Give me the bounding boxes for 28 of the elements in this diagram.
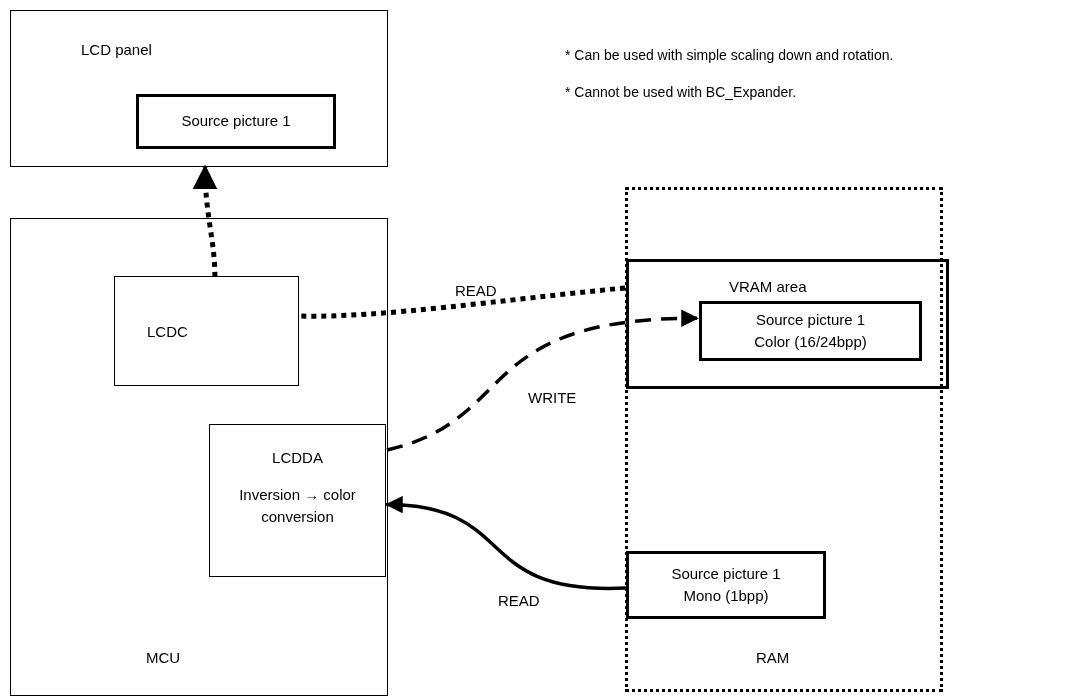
node-text: Inversion → color conversion [238, 484, 357, 527]
note-text: * Cannot be used with BC_Expander. [565, 83, 798, 102]
accelerator-box [209, 424, 386, 577]
edge-label: READ [498, 591, 540, 611]
node-text: Mono (1bpp) [683, 586, 769, 606]
node-text: Color (16/24bpp) [754, 332, 867, 352]
node-text: LCD panel [81, 40, 152, 60]
picture-box [136, 94, 336, 149]
arrow [385, 496, 627, 590]
arrow [386, 310, 699, 452]
node-text: Source picture 1 [181, 111, 291, 132]
node-text: LCDC [147, 322, 188, 342]
node-text: Source picture 1 [671, 564, 781, 584]
mcu-box [10, 218, 388, 696]
vram-area-box [626, 259, 949, 389]
node-text: MCU [146, 648, 181, 668]
node-text: RAM [756, 648, 790, 668]
node-text: LCDDA [272, 448, 323, 468]
edge-label: WRITE [528, 388, 577, 408]
edge-label: READ [455, 281, 497, 301]
node-text: Source picture 1 [755, 310, 866, 330]
arrow [192, 164, 218, 278]
controller-box [114, 276, 299, 386]
picture-box [626, 551, 826, 619]
picture-box [699, 301, 922, 361]
panel-box [10, 10, 388, 167]
note-text: * Can be used with simple scaling down and rotation. [565, 46, 894, 65]
node-text: VRAM area [729, 277, 807, 297]
